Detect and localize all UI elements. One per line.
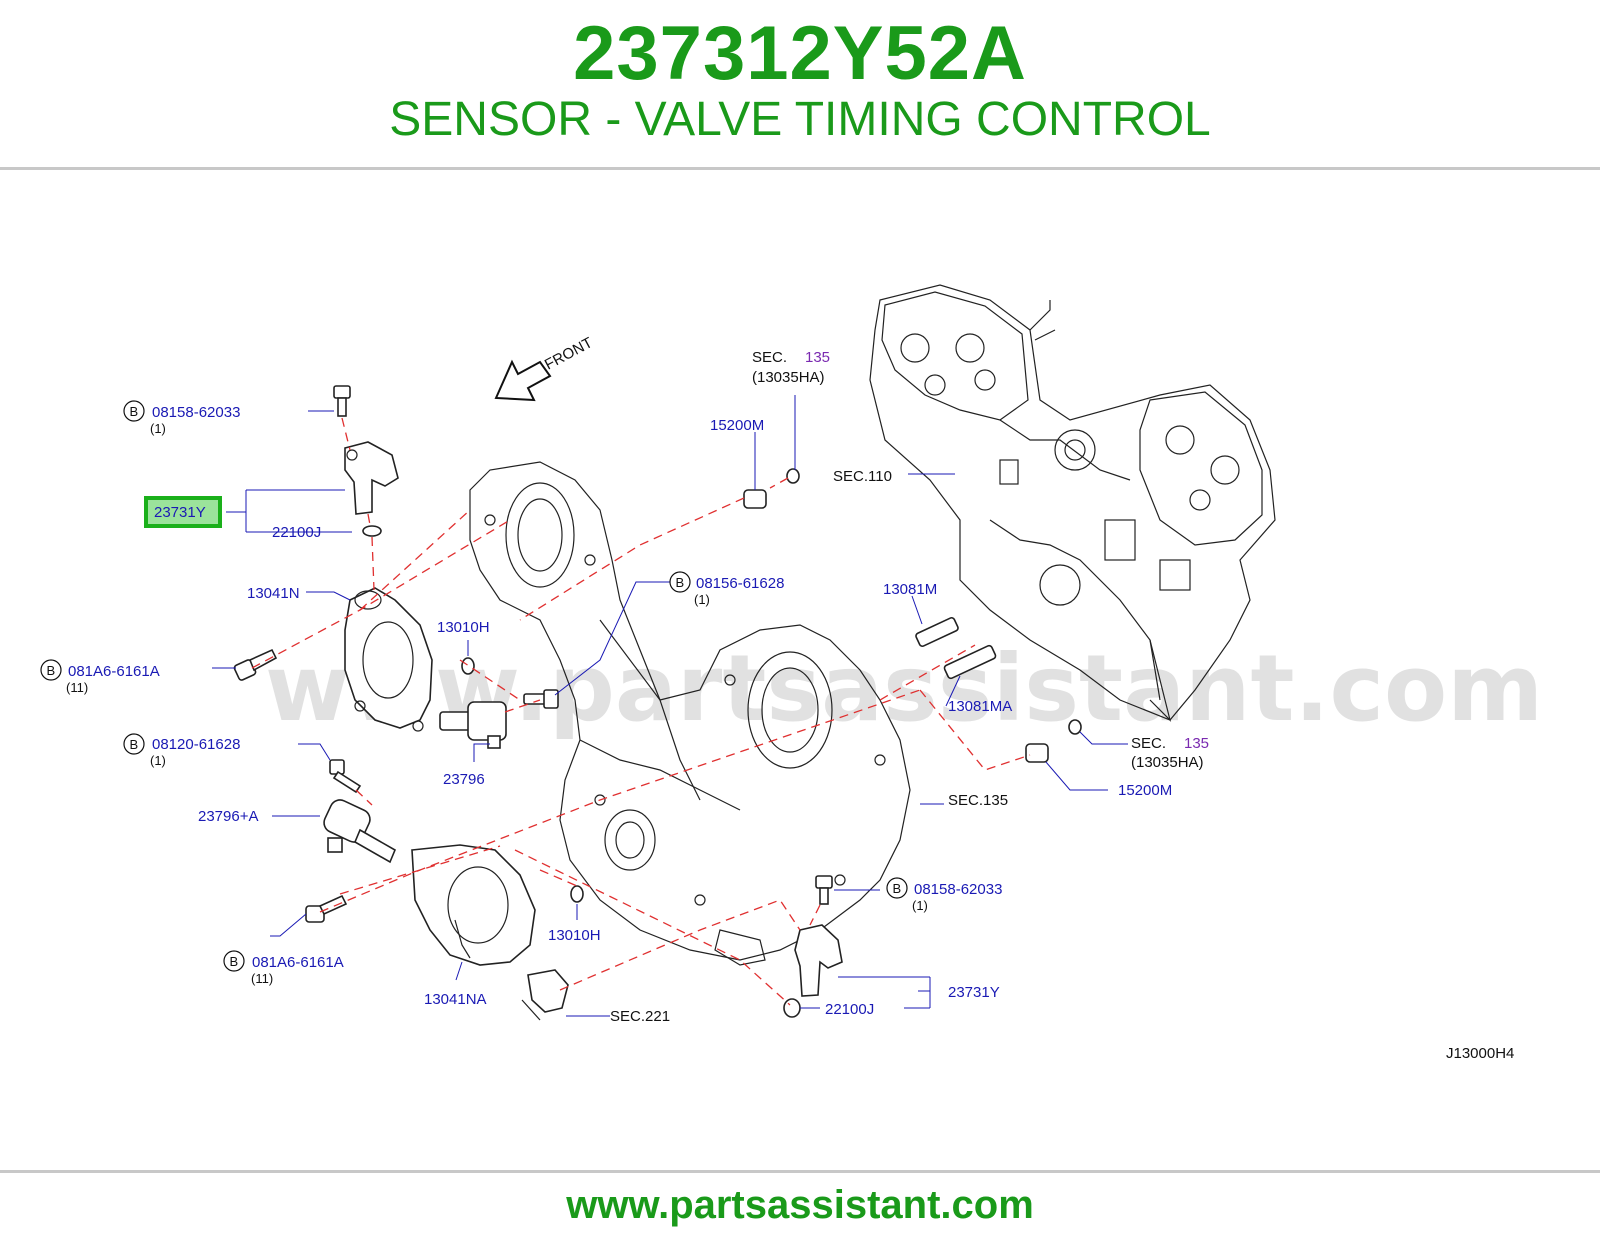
seal-15200m-top-drawing	[743, 489, 767, 509]
oring-sec135-right-drawing	[1068, 719, 1082, 735]
solenoid-23796-drawing	[439, 701, 507, 749]
label-sec-135-top-num[interactable]: 135	[805, 349, 830, 366]
dowel-13081m-drawing	[915, 616, 959, 648]
highlighted-part-box	[144, 496, 222, 528]
label-dowel-13081m[interactable]: 13081M	[883, 581, 937, 598]
label-oring-13010h-bottom[interactable]: 13010H	[548, 927, 601, 944]
label-solenoid-23796a[interactable]: 23796+A	[198, 808, 258, 825]
label-sec-135-top-ref: (13035HA)	[752, 369, 825, 386]
qty-bolt-08156: (1)	[694, 592, 710, 607]
oring-sec135-top-drawing	[786, 468, 800, 484]
bolt-marker-5: B	[669, 571, 691, 593]
svg-text:B: B	[893, 881, 902, 896]
assembly-dashed-lines	[251, 417, 1031, 1006]
label-oring-22100j-top[interactable]: 22100J	[272, 524, 321, 541]
cam-sensor-bottom-drawing	[794, 924, 843, 997]
oring-13010h-top-drawing	[461, 657, 475, 675]
label-cover-13041n[interactable]: 13041N	[247, 585, 300, 602]
label-seal-15200m-bottom[interactable]: 15200M	[1118, 782, 1172, 799]
qty-bolt-08120: (1)	[150, 753, 166, 768]
footer-divider	[0, 1170, 1600, 1173]
bolt-marker-1: B	[123, 400, 145, 422]
bolt-marker-6: B	[886, 877, 908, 899]
label-sensor-bottom[interactable]: 23731Y	[948, 984, 1000, 1001]
label-sec-135-top-prefix: SEC.	[752, 349, 787, 366]
engine-block-drawing	[869, 284, 1276, 722]
oring-13010h-bottom-drawing	[570, 885, 584, 903]
label-sec-221[interactable]: SEC.221	[610, 1008, 670, 1025]
qty-bolt-08158-bottom: (1)	[912, 898, 928, 913]
bolt-08156-drawing	[523, 689, 559, 709]
footer-website-link[interactable]: www.partsassistant.com	[566, 1183, 1034, 1227]
svg-text:B: B	[47, 663, 56, 678]
label-dowel-13081ma[interactable]: 13081MA	[948, 698, 1012, 715]
oring-bottom-drawing	[783, 998, 801, 1018]
cam-sensor-top-drawing	[344, 441, 399, 515]
label-cover-13041na[interactable]: 13041NA	[424, 991, 487, 1008]
part-description-title: SENSOR - VALVE TIMING CONTROL	[389, 93, 1211, 146]
bolt-bottom-drawing	[815, 875, 833, 905]
label-sec-135-mid[interactable]: SEC.135	[948, 792, 1008, 809]
label-bolt-08158-top[interactable]: 08158-62033	[152, 404, 240, 421]
leader-lines	[212, 395, 1128, 1017]
qty-bolt-081a6-bottom: (11)	[251, 971, 273, 986]
bolt-marker-4: B	[223, 950, 245, 972]
label-bolt-08158-bottom[interactable]: 08158-62033	[914, 881, 1002, 898]
svg-text:B: B	[130, 404, 139, 419]
dowel-13081ma-drawing	[943, 644, 997, 680]
cover-13041na-drawing	[411, 844, 536, 966]
svg-text:B: B	[130, 737, 139, 752]
label-sec-135-right-ref: (13035HA)	[1131, 754, 1204, 771]
seal-15200m-bottom-drawing	[1025, 743, 1049, 763]
label-sec-110[interactable]: SEC.110	[833, 468, 892, 485]
qty-bolt-081a6-top: (11)	[66, 680, 88, 695]
bolt-08120-drawing	[329, 759, 362, 794]
svg-text:B: B	[676, 575, 685, 590]
page-header: 237312Y52A SENSOR - VALVE TIMING CONTROL	[0, 0, 1600, 170]
front-direction-arrow: FRONT	[494, 334, 596, 402]
svg-text:B: B	[230, 954, 239, 969]
label-bolt-081a6-bottom[interactable]: 081A6-6161A	[252, 954, 344, 971]
label-sec-135-right-prefix: SEC.	[1131, 735, 1166, 752]
qty-bolt-08158-top: (1)	[150, 421, 166, 436]
solenoid-23796a-drawing	[323, 799, 397, 864]
label-sensor-highlighted[interactable]: 23731Y	[154, 504, 206, 521]
bolt-marker-3: B	[123, 733, 145, 755]
crank-sensor-drawing	[521, 969, 569, 1021]
oring-top-drawing	[362, 525, 382, 537]
bolt-marker-2: B	[40, 659, 62, 681]
part-number-title: 237312Y52A	[573, 11, 1027, 96]
label-oring-13010h-top[interactable]: 13010H	[437, 619, 490, 636]
label-oring-22100j-bottom[interactable]: 22100J	[825, 1001, 874, 1018]
label-sec-135-right-num[interactable]: 135	[1184, 735, 1209, 752]
label-seal-15200m-top[interactable]: 15200M	[710, 417, 764, 434]
label-bolt-08156[interactable]: 08156-61628	[696, 575, 784, 592]
bolt-top-drawing	[333, 385, 351, 417]
cover-13041n-drawing	[344, 587, 433, 732]
label-bolt-081a6-top[interactable]: 081A6-6161A	[68, 663, 160, 680]
header-divider	[0, 167, 1600, 170]
label-solenoid-23796[interactable]: 23796	[443, 771, 485, 788]
diagram-code: J13000H4	[1446, 1045, 1514, 1062]
front-label: FRONT	[542, 334, 596, 373]
label-bolt-08120[interactable]: 08120-61628	[152, 736, 240, 753]
